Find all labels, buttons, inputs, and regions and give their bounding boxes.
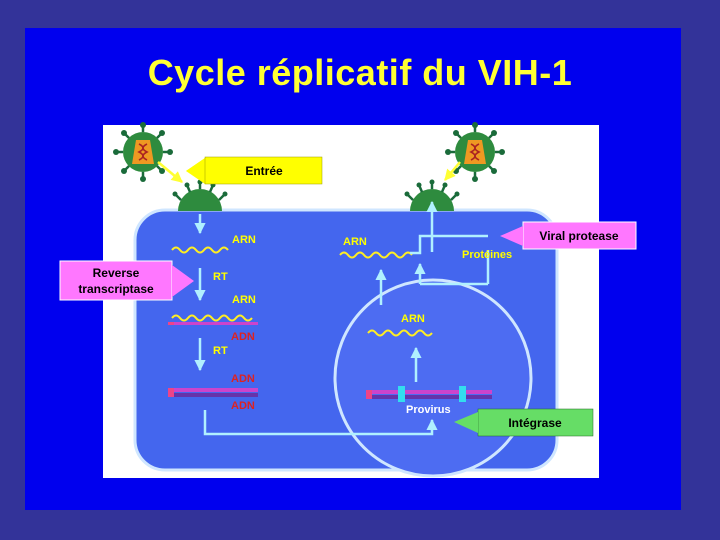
virus-icon (113, 122, 173, 182)
entry-label: Entrée (245, 164, 283, 178)
virus-icon (445, 122, 505, 182)
label-adn: ADN (231, 373, 255, 385)
label-arn: ARN (232, 294, 256, 306)
integrase-label: Intégrase (508, 416, 562, 430)
dna-duplex-icon (168, 322, 258, 325)
label-arn: ARN (232, 234, 256, 246)
label-proteines: Protéines (462, 249, 512, 261)
entry-box: Entrée (186, 157, 322, 184)
label-arn: ARN (401, 313, 425, 325)
label-adn: ADN (231, 400, 255, 412)
label-arn: ARN (343, 236, 367, 248)
label-adn: ADN (231, 331, 255, 343)
reverse-transcriptase-box: Reverse transcriptase (60, 261, 194, 300)
label-rt: RT (213, 271, 228, 283)
viral-protease-label: Viral protease (539, 229, 618, 243)
label-provirus: Provirus (406, 404, 451, 416)
label-rt: RT (213, 345, 228, 357)
nucleus (335, 280, 531, 476)
rt-box-label-1: Reverse (93, 266, 140, 280)
rt-box-label-2: transcriptase (78, 282, 154, 296)
